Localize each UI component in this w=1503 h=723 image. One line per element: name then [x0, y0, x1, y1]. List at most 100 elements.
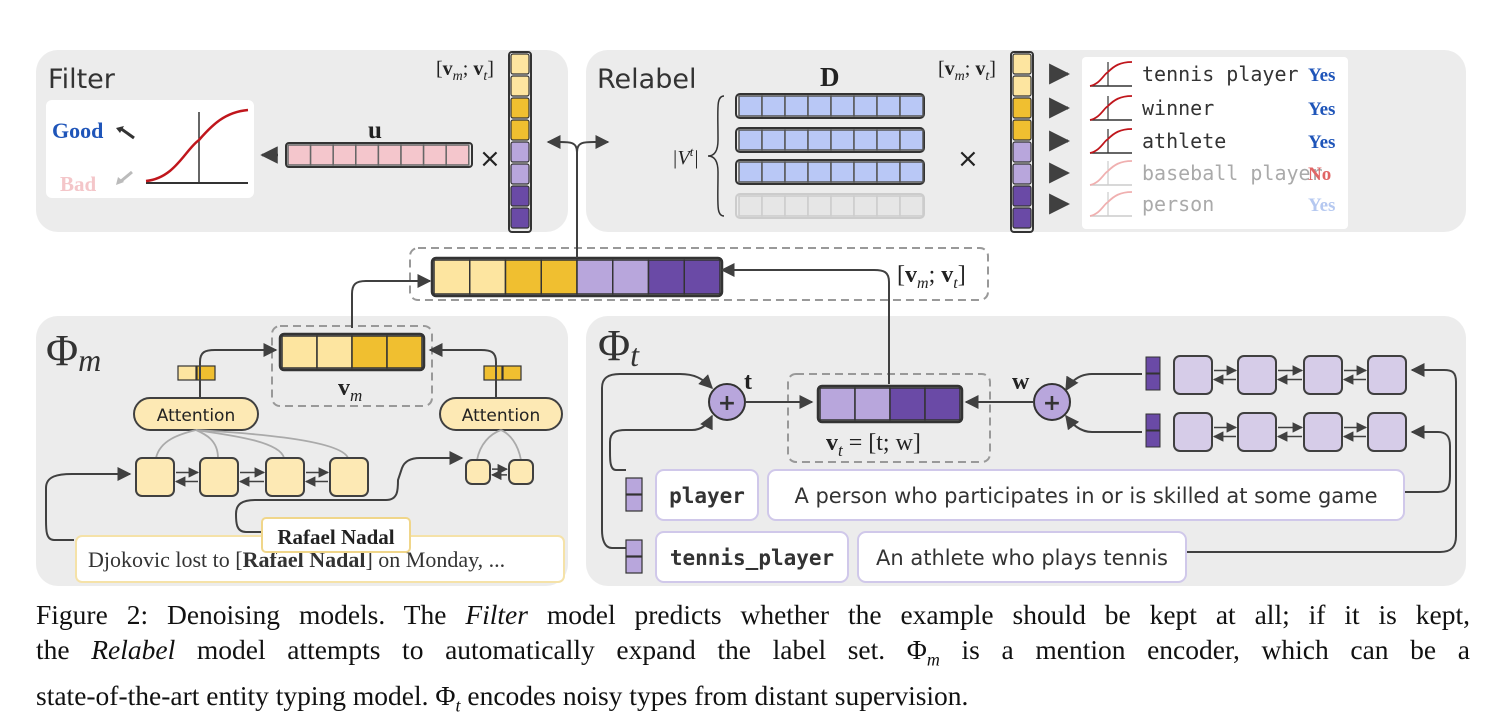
u-vector-cell — [311, 145, 334, 165]
type-row-player: player A person who participates in or i… — [626, 470, 1404, 520]
vt-vector-cell — [925, 388, 960, 420]
lstm-cell — [509, 460, 533, 484]
concat-vector-cell — [649, 260, 685, 294]
concat-label: [vm; vt] — [897, 262, 966, 292]
d-matrix-faded-cell — [831, 196, 854, 216]
d-matrix-cell — [808, 162, 831, 182]
u-vector — [286, 143, 472, 167]
vvec2-cell — [1013, 76, 1031, 96]
d-matrix-faded-cell — [785, 196, 808, 216]
vt-vector-cell — [855, 388, 890, 420]
caption-line-1: Figure 2: Denoising models. The Filter m… — [36, 597, 1470, 632]
lstm-cell — [1238, 413, 1276, 451]
relabel-decision: Yes — [1308, 65, 1335, 86]
u-vector-cell — [333, 145, 356, 165]
d-matrix-cell — [854, 96, 877, 116]
d-matrix-cell — [877, 96, 900, 116]
d-matrix-cell — [900, 130, 923, 150]
d-matrix-cell — [877, 162, 900, 182]
good-label: Good — [52, 118, 103, 143]
vvec2-cell — [1013, 142, 1031, 162]
u-vector-cell — [401, 145, 424, 165]
u-vector-cell — [424, 145, 447, 165]
svg-text:+: + — [718, 391, 736, 416]
concat-vector-cell — [506, 260, 542, 294]
d-matrix-faded-cell — [877, 196, 900, 216]
d-matrix-cell — [762, 162, 785, 182]
vvec1-cell — [511, 98, 529, 118]
vvec2-cell — [1013, 54, 1031, 74]
concat-vector-cell — [684, 260, 720, 294]
vvec2-cell — [1013, 208, 1031, 228]
filter-vertical-vector — [509, 52, 531, 232]
lstm-cell — [266, 458, 304, 496]
lstm-cell — [1238, 356, 1276, 394]
filter-title: Filter — [48, 64, 116, 95]
u-vector-cell — [288, 145, 311, 165]
type-name-player: player — [669, 484, 745, 508]
vvec2-cell — [1013, 186, 1031, 206]
vt-vector-cell — [890, 388, 925, 420]
d-matrix-cell — [900, 162, 923, 182]
d-matrix-cell — [854, 162, 877, 182]
vvec1-cell — [511, 208, 529, 228]
svg-text:+: + — [1043, 391, 1061, 416]
relabel-type-name: tennis player — [1142, 62, 1299, 86]
relabel-decision: Yes — [1308, 195, 1335, 216]
u-vector-cell — [356, 145, 379, 165]
d-matrix-cell — [831, 96, 854, 116]
concat-vector-cell — [470, 260, 506, 294]
lstm-cell — [200, 458, 238, 496]
vm-vector-cell — [387, 336, 422, 368]
d-matrix-cell — [808, 130, 831, 150]
d-matrix-cell — [877, 130, 900, 150]
d-matrix-cell — [785, 96, 808, 116]
entity-mention-label: Rafael Nadal — [277, 525, 394, 549]
vvec1-cell — [511, 186, 529, 206]
lstm-cell — [136, 458, 174, 496]
d-matrix-cell — [785, 162, 808, 182]
t-label: t — [744, 369, 752, 395]
caption-line-2: the Relabel model attempts to automatica… — [36, 632, 1470, 678]
definition-tennis-player: An athlete who plays tennis — [876, 546, 1168, 570]
u-vector-cell — [378, 145, 401, 165]
vm-vector-cell — [352, 336, 387, 368]
vm-vector — [280, 334, 424, 370]
u-vector-cell — [446, 145, 469, 165]
d-matrix-cell — [739, 162, 762, 182]
vvec1-cell — [511, 164, 529, 184]
relabel-type-name: baseball player — [1142, 161, 1323, 185]
relabel-vertical-vector — [1011, 52, 1033, 232]
concat-vector — [432, 258, 722, 296]
figure-caption: Figure 2: Denoising models. The Filter m… — [36, 597, 1470, 723]
vocab-size-label: |Vt| — [672, 144, 699, 169]
d-label: D — [820, 62, 840, 92]
filter-times: × — [479, 144, 501, 174]
d-matrix-cell — [900, 96, 923, 116]
type-name-tennis-player: tennis_player — [670, 546, 834, 570]
concat-vector-cell — [613, 260, 649, 294]
lstm-cell — [466, 460, 490, 484]
relabel-title: Relabel — [597, 64, 696, 95]
vvec2-cell — [1013, 164, 1031, 184]
vt-vector-cell — [820, 388, 855, 420]
relabel-decision: No — [1308, 164, 1331, 185]
d-matrix-cell — [762, 130, 785, 150]
relabel-times: × — [957, 144, 979, 174]
d-matrix-faded-cell — [900, 196, 923, 216]
lstm-cell — [1304, 356, 1342, 394]
d-matrix-cell — [831, 162, 854, 182]
attention-left-output — [178, 366, 196, 380]
vvec1-cell — [511, 120, 529, 140]
d-matrix-cell — [808, 96, 831, 116]
vm-vector-cell — [282, 336, 317, 368]
lstm-cell — [1368, 356, 1406, 394]
attention-right-label: Attention — [462, 406, 540, 426]
vvec1-cell — [511, 54, 529, 74]
d-matrix-faded-cell — [854, 196, 877, 216]
d-matrix-faded-cell — [739, 196, 762, 216]
attention-left-label: Attention — [157, 406, 235, 426]
d-matrix-cell — [854, 130, 877, 150]
denoising-diagram: Filter Good Bad u × [vm; vt] Relabel D |… — [0, 0, 1503, 600]
d-matrix-cell — [739, 96, 762, 116]
